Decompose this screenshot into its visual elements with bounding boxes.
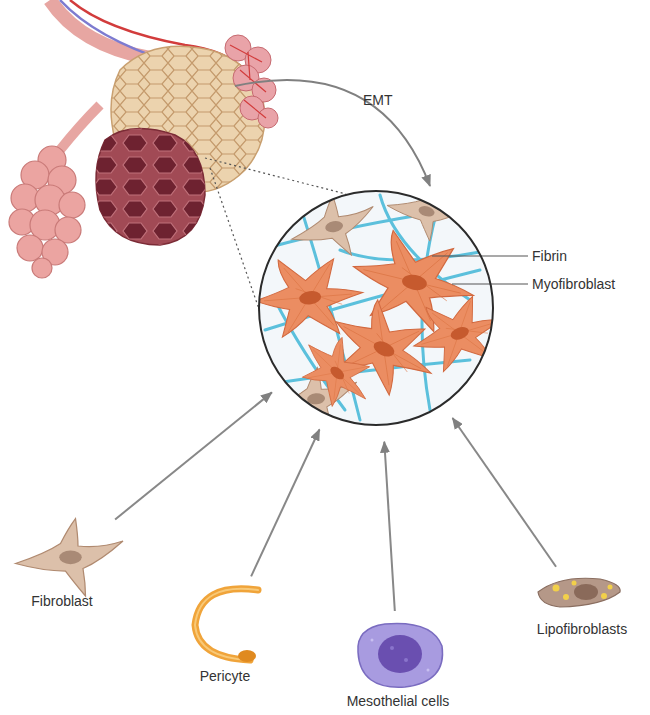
source-arrow (453, 418, 557, 567)
node-label: Fibrin (532, 247, 567, 265)
circle-outline (258, 190, 494, 426)
myofibroblast-cell (288, 324, 386, 420)
node-label: Lipofibroblasts (525, 620, 639, 638)
myofibroblast-cell (403, 284, 515, 382)
emt-arrow (235, 80, 430, 186)
cell-source: Mesothelial cells (330, 615, 466, 710)
cell-source: Lipofibroblasts (525, 570, 639, 638)
node-label: Fibroblast (12, 592, 112, 610)
circle-outline (259, 191, 493, 425)
lung-illustration (9, 0, 278, 278)
zoom-content (250, 174, 514, 433)
fibrotic-cells (96, 129, 205, 245)
fibroblast-cell (285, 189, 380, 265)
fibroblast-cell (16, 519, 124, 597)
node-label: Pericyte (175, 667, 275, 685)
mesothelial-cell (358, 623, 443, 687)
zoom-line (205, 158, 346, 194)
cell-source: Pericyte (175, 580, 275, 685)
bronchiole (60, 105, 100, 150)
node-label: Myofibroblast (532, 275, 615, 293)
source-arrow (251, 429, 319, 576)
lipofibroblast-cell (538, 578, 620, 607)
node-label: Mesothelial cells (330, 692, 466, 710)
alveolar-cluster (9, 146, 85, 278)
zoom-circle: FibrinMyofibroblast (258, 190, 494, 426)
arrow-label: EMT (363, 91, 393, 109)
fibrotic-lobe (96, 129, 205, 245)
cell-source: Fibroblast (12, 515, 112, 610)
source-arrow (115, 392, 272, 519)
pericyte-cell (195, 589, 258, 662)
source-arrow (384, 442, 395, 611)
